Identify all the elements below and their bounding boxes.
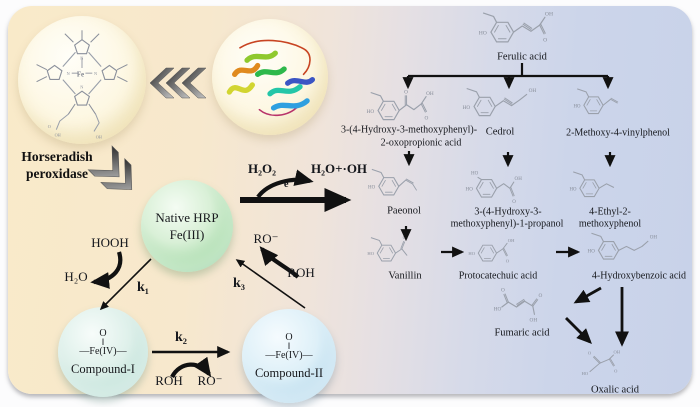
node-hydroxybenzoic-label: 4-Hydroxybenzoic acid [591,270,687,282]
fumaric-structure: HO O O OH [494,288,543,324]
svg-text:HO: HO [471,170,479,176]
node-fumaric-label: Fumaric acid [494,327,550,339]
svg-text:O: O [404,89,408,95]
k3-label: k₃ [233,276,245,291]
k2-label: k₂ [175,330,187,345]
svg-text:HO: HO [582,371,589,376]
svg-text:O: O [403,235,407,240]
heme-bubble: NNNNFeOOHOH [18,16,146,144]
node-ethylphenol-label-line1: 4-Ethyl-2- [589,206,631,218]
native-hrp-circle: Native HRP Fe(III) [141,180,233,272]
svg-text:O: O [501,288,505,294]
svg-text:HO: HO [367,109,375,115]
svg-text:HO: HO [573,104,580,109]
compound1-fe: —Fe(IV)— [79,345,127,357]
electron-label: e⁻ [283,179,295,190]
svg-text:OH: OH [530,318,538,324]
hooh-label: HOOH [91,235,129,250]
compound2-double-bond: ‖ [287,340,291,351]
svg-text:OH: OH [508,238,515,243]
protein-bubble [212,19,328,135]
svg-text:HO: HO [494,306,502,312]
node-propanol-label-line1: 3-(4-Hydroxy-3- [474,206,542,218]
svg-text:HO: HO [479,31,487,37]
compound1-label: Compound-I [71,361,135,376]
radical-label: H₂O+·OH [310,161,368,176]
compound2-fe: —Fe(IV)— [265,349,313,361]
vanillin-structure: HO O [367,235,408,262]
svg-text:HO: HO [463,105,471,111]
svg-text:Fe: Fe [77,72,84,79]
svg-text:HO: HO [466,187,474,193]
svg-text:OH: OH [55,133,61,138]
svg-text:HO: HO [468,251,475,256]
native-hrp-line2: Fe(III) [169,227,205,242]
svg-text:N: N [67,71,70,76]
h2o-label: H₂O [64,269,88,284]
svg-text:OH: OH [613,350,620,355]
svg-text:N: N [80,85,83,90]
svg-text:OH: OH [96,134,102,139]
compound2-label: Compound-II [254,365,324,380]
heme-structure-icon: NNNNFeOOHOH [36,30,128,139]
cedrol-structure: HO OH [463,88,537,117]
svg-text:OH: OH [545,12,553,18]
compound2-circle: O ‖ —Fe(IV)— Compound-II [242,309,336,403]
roh-bottom-label: ROH [155,373,183,388]
svg-text:OH: OH [515,176,523,182]
svg-text:HO: HO [367,251,374,256]
propanol-structure: HO HO OH O [466,170,523,205]
compound1-double-bond: ‖ [101,336,105,347]
node-ferulic-label: Ferulic acid [497,51,547,63]
node-oxalic-label: Oxalic acid [590,384,640,396]
svg-text:O: O [543,38,547,44]
ethylphenol-structure: HO [569,171,615,198]
oxopropionic-acid-structure: HO O OH O [367,89,434,121]
ro-bottom-label: RO⁻ [197,373,223,388]
paeonol-structure: HO [368,168,417,196]
k1-label: k₁ [137,280,149,295]
node-propanol-label-line2: methoxyphenyl)-1-propanol [450,218,564,230]
native-hrp-line1: Native HRP [155,210,219,225]
roh-right-label: ROH [287,265,315,280]
node-vanillin-label: Vanillin [388,270,422,282]
svg-text:OH: OH [529,88,537,94]
svg-text:O: O [424,115,428,121]
node-vinylphenol-label: 2-Methoxy-4-vinylphenol [566,127,670,139]
compound1-circle: O ‖ —Fe(IV)— Compound-I [58,307,148,397]
compound1-oxygen: O [99,327,107,339]
vinylphenol-structure: HO [573,88,619,115]
svg-text:OH: OH [650,235,658,241]
svg-text:HO: HO [569,187,576,192]
svg-text:O: O [614,368,618,373]
enzyme-label-line1: Horseradish [21,149,93,164]
protein-ribbon-icon [226,39,316,117]
node-cedrol-label: Cedrol [485,126,515,138]
h2o2-label: H₂O₂ [247,161,277,176]
svg-text:O: O [588,350,592,355]
hydroxybenzoic-structure: HO OH [588,232,658,260]
svg-text:OH: OH [426,91,434,97]
svg-text:HO: HO [588,249,596,255]
svg-text:HO: HO [368,186,376,191]
ferulic-acid-structure: HO OH O [479,12,553,44]
node-oxopropionic-label-line2: 2-oxopropionic acid [380,137,462,149]
svg-text:N: N [94,71,97,76]
node-protocatechuic-label: Protocatechuic acid [458,270,538,282]
enzyme-label-line2: peroxidase [25,166,89,181]
protocatechuic-structure: HO OH O [468,238,515,263]
svg-text:O: O [506,258,510,263]
svg-text:O: O [539,293,543,299]
svg-text:O: O [48,124,51,129]
node-paeonol-label: Paeonol [387,205,421,217]
svg-text:O: O [512,199,516,205]
compound2-oxygen: O [285,331,293,343]
node-ethylphenol-label-line2: methoxyphenol [578,218,642,230]
ro-right-label: RO⁻ [253,231,279,246]
node-oxopropionic-label-line1: 3-(4-Hydroxy-3-methoxyphenyl)- [340,124,478,136]
